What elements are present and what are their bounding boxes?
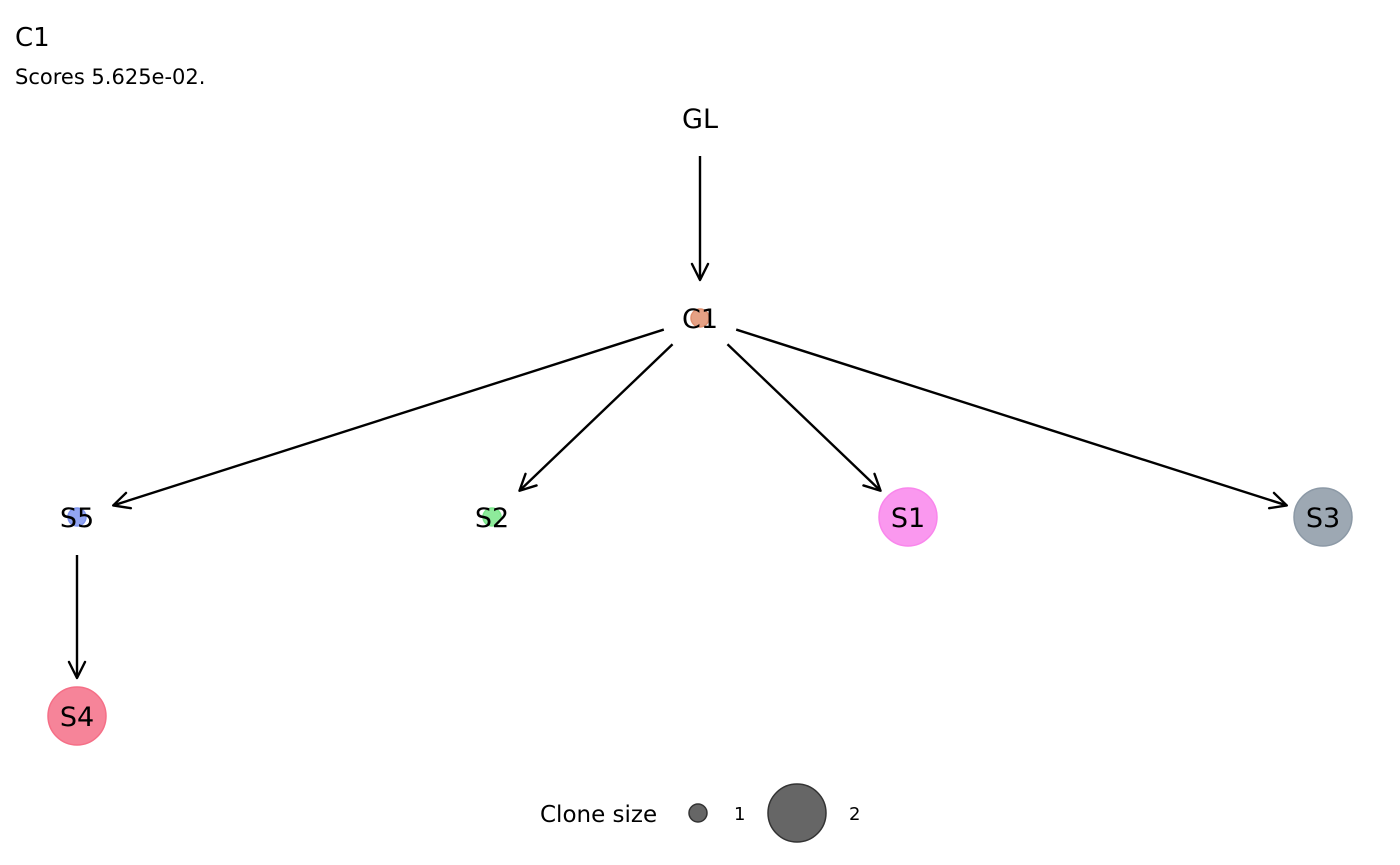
node-s1: S1 [878,487,938,547]
node-s3-circle [1293,487,1353,547]
diagram-subtitle: Scores 5.625e-02. [15,65,206,89]
edge-c1-s3 [735,328,1289,510]
node-c1: C1 [682,304,718,335]
edge-c1-s2 [518,343,674,492]
node-gl-label: GL [682,104,718,135]
node-c1-label: C1 [682,304,718,335]
node-s1-label: S1 [891,503,925,534]
node-s2-circle [482,507,502,527]
node-s5-circle [67,507,87,527]
edges-layer [67,156,1289,680]
node-s4: S4 [47,686,107,746]
edge-c1-s5 [111,328,665,510]
node-s2: S2 [475,503,509,534]
edge-c1-s1 [726,343,882,492]
node-s5: S5 [60,503,94,534]
node-gl: GL [682,104,718,135]
diagram-title: C1 [15,23,50,53]
legend-label-size-1: 1 [734,804,745,825]
legend: Clone size 1 2 [540,783,860,843]
node-s3: S3 [1293,487,1353,547]
legend-label-size-2: 2 [849,804,860,825]
legend-circle-size-1 [688,803,708,823]
legend-title: Clone size [540,802,657,828]
node-s1-circle [878,487,938,547]
node-s4-circle [47,686,107,746]
node-s4-label: S4 [60,702,94,733]
node-c1-circle [690,308,710,328]
node-s3-label: S3 [1306,503,1340,534]
node-s2-label: S2 [475,503,509,534]
node-s5-label: S5 [60,503,94,534]
legend-circle-size-2 [767,783,827,843]
